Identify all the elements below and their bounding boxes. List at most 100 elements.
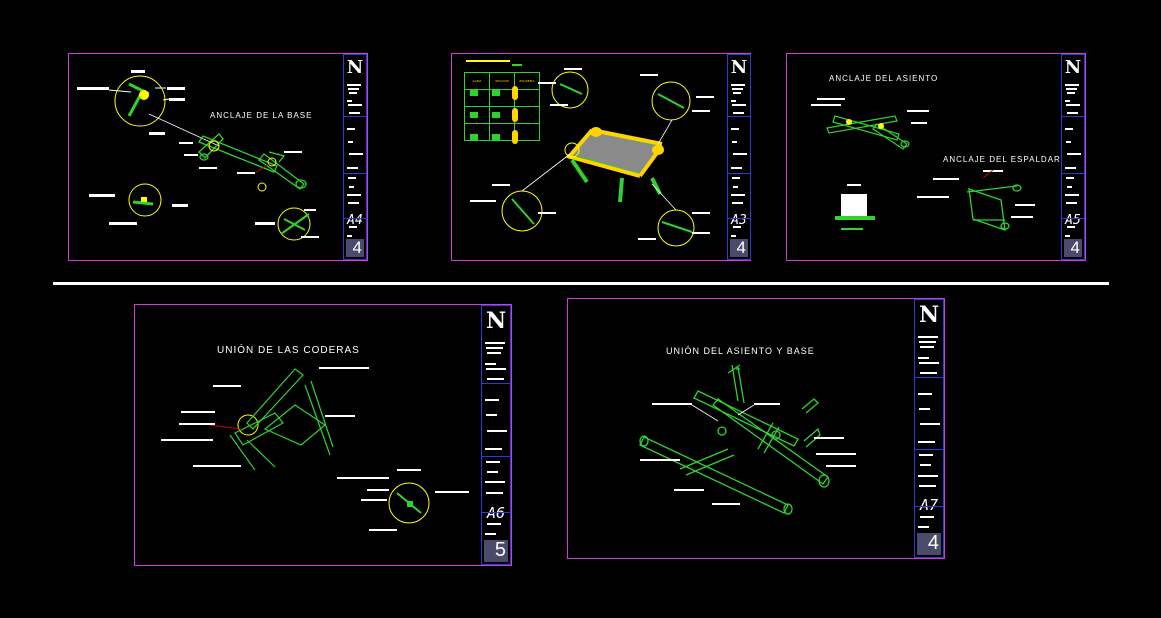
drawing-anclaje-asiento xyxy=(811,98,1035,231)
title-block-line xyxy=(347,84,361,86)
title-block-line xyxy=(348,141,353,143)
title-block-line xyxy=(485,533,496,535)
title-block-line xyxy=(486,461,500,463)
title-block-line xyxy=(347,128,355,130)
title-block-line xyxy=(731,194,745,196)
title-block-line xyxy=(1067,186,1072,188)
drawing-union-coderas xyxy=(161,367,469,531)
title-block-line xyxy=(347,100,352,102)
sheet-number: A5 xyxy=(1065,213,1081,228)
title-block: N A5 4 xyxy=(1061,54,1085,260)
title-block-line xyxy=(349,226,357,228)
drawing-anclaje-base xyxy=(77,70,319,241)
title-block-line xyxy=(485,481,505,483)
title-block-line xyxy=(918,475,938,477)
sheet-title: UNIÓN DE LAS CODERAS xyxy=(217,345,360,356)
sheet-a7: UNIÓN DEL ASIENTO Y BASE xyxy=(567,298,945,559)
title-block-line xyxy=(919,408,930,410)
title-block-line xyxy=(1065,167,1076,169)
title-block-line xyxy=(349,112,360,114)
sheet-number: A3 xyxy=(731,213,747,228)
title-block-line xyxy=(1066,141,1071,143)
title-block-line xyxy=(1066,177,1074,179)
title-block-line xyxy=(918,441,935,443)
title-block-separator xyxy=(1062,173,1084,174)
title-block-line xyxy=(1067,226,1075,228)
title-block-line xyxy=(1066,202,1077,204)
title-block-line xyxy=(487,352,501,354)
drawing-union-asiento-base xyxy=(639,364,856,515)
title-block-line xyxy=(918,336,938,338)
title-block-line xyxy=(731,84,745,86)
legend-table: GAMA SECCION ESQUEMA xyxy=(464,72,540,141)
title-block-line xyxy=(733,112,744,114)
title-block-line xyxy=(349,153,363,155)
title-block-line xyxy=(347,235,352,237)
north-arrow-icon: N xyxy=(1064,57,1082,78)
title-block-separator xyxy=(1062,116,1084,117)
title-block-line xyxy=(1065,194,1079,196)
company-logo-icon: 4 xyxy=(917,532,941,555)
title-block-line xyxy=(919,485,936,487)
title-block: N A4 4 xyxy=(343,54,367,260)
title-block-line xyxy=(918,393,932,395)
north-arrow-icon: N xyxy=(918,302,940,328)
title-block-line xyxy=(348,88,359,90)
sheet-a3: GAMA SECCION ESQUEMA xyxy=(451,53,751,261)
title-block-line xyxy=(485,399,499,401)
title-block-line xyxy=(918,357,929,359)
title-block-line xyxy=(1067,153,1081,155)
title-block-separator xyxy=(482,512,510,513)
title-block-line xyxy=(733,92,741,94)
title-block-line xyxy=(918,526,929,528)
title-block-separator xyxy=(482,383,510,384)
title-block-line xyxy=(732,202,743,204)
title-block-line xyxy=(347,167,358,169)
title-block-line xyxy=(732,104,746,106)
title-block-line xyxy=(348,104,362,106)
company-logo-icon: 4 xyxy=(1064,238,1082,257)
title-block-line xyxy=(348,202,359,204)
title-block-line xyxy=(487,471,498,473)
north-arrow-icon: N xyxy=(485,308,507,334)
title-block-line xyxy=(920,516,934,518)
title-block-separator xyxy=(915,506,943,507)
title-block-line xyxy=(1065,235,1070,237)
title-block-line xyxy=(487,430,507,432)
title-block-line xyxy=(1065,100,1070,102)
company-logo-icon: 5 xyxy=(484,539,508,562)
title-block-line xyxy=(486,492,503,494)
title-block-line xyxy=(920,464,931,466)
title-block-line xyxy=(349,92,357,94)
company-logo-icon: 4 xyxy=(346,238,364,257)
north-arrow-icon: N xyxy=(346,57,364,78)
title-block-line xyxy=(920,346,934,348)
title-block-line xyxy=(731,128,739,130)
title-block-line xyxy=(1067,112,1078,114)
title-block-line xyxy=(486,347,503,349)
title-block-line xyxy=(919,362,939,364)
title-block-separator xyxy=(344,116,366,117)
title-block-line xyxy=(1066,88,1077,90)
title-block-line xyxy=(487,378,504,380)
title-block-line xyxy=(486,368,506,370)
title-block-line xyxy=(485,448,502,450)
title-block-separator xyxy=(728,116,750,117)
title-block-line xyxy=(485,363,496,365)
sheet-row-divider xyxy=(53,282,1109,285)
company-logo-icon: 4 xyxy=(730,238,748,257)
title-block-line xyxy=(733,153,747,155)
title-block-line xyxy=(486,414,497,416)
sheet-number: A4 xyxy=(347,213,363,228)
title-block-line xyxy=(731,235,736,237)
title-block-line xyxy=(733,186,738,188)
title-block-line xyxy=(1066,104,1080,106)
drawing-isometric-seat xyxy=(466,60,714,247)
title-block-separator xyxy=(344,218,366,219)
title-block-line xyxy=(349,186,354,188)
title-block-separator xyxy=(482,456,510,457)
title-block-line xyxy=(487,523,501,525)
sheet-a5: ANCLAJE DEL ASIENTO ANCLAJE DEL ESPALDAR xyxy=(786,53,1086,261)
title-block: N A7 4 xyxy=(914,299,944,558)
title-block-separator xyxy=(915,377,943,378)
